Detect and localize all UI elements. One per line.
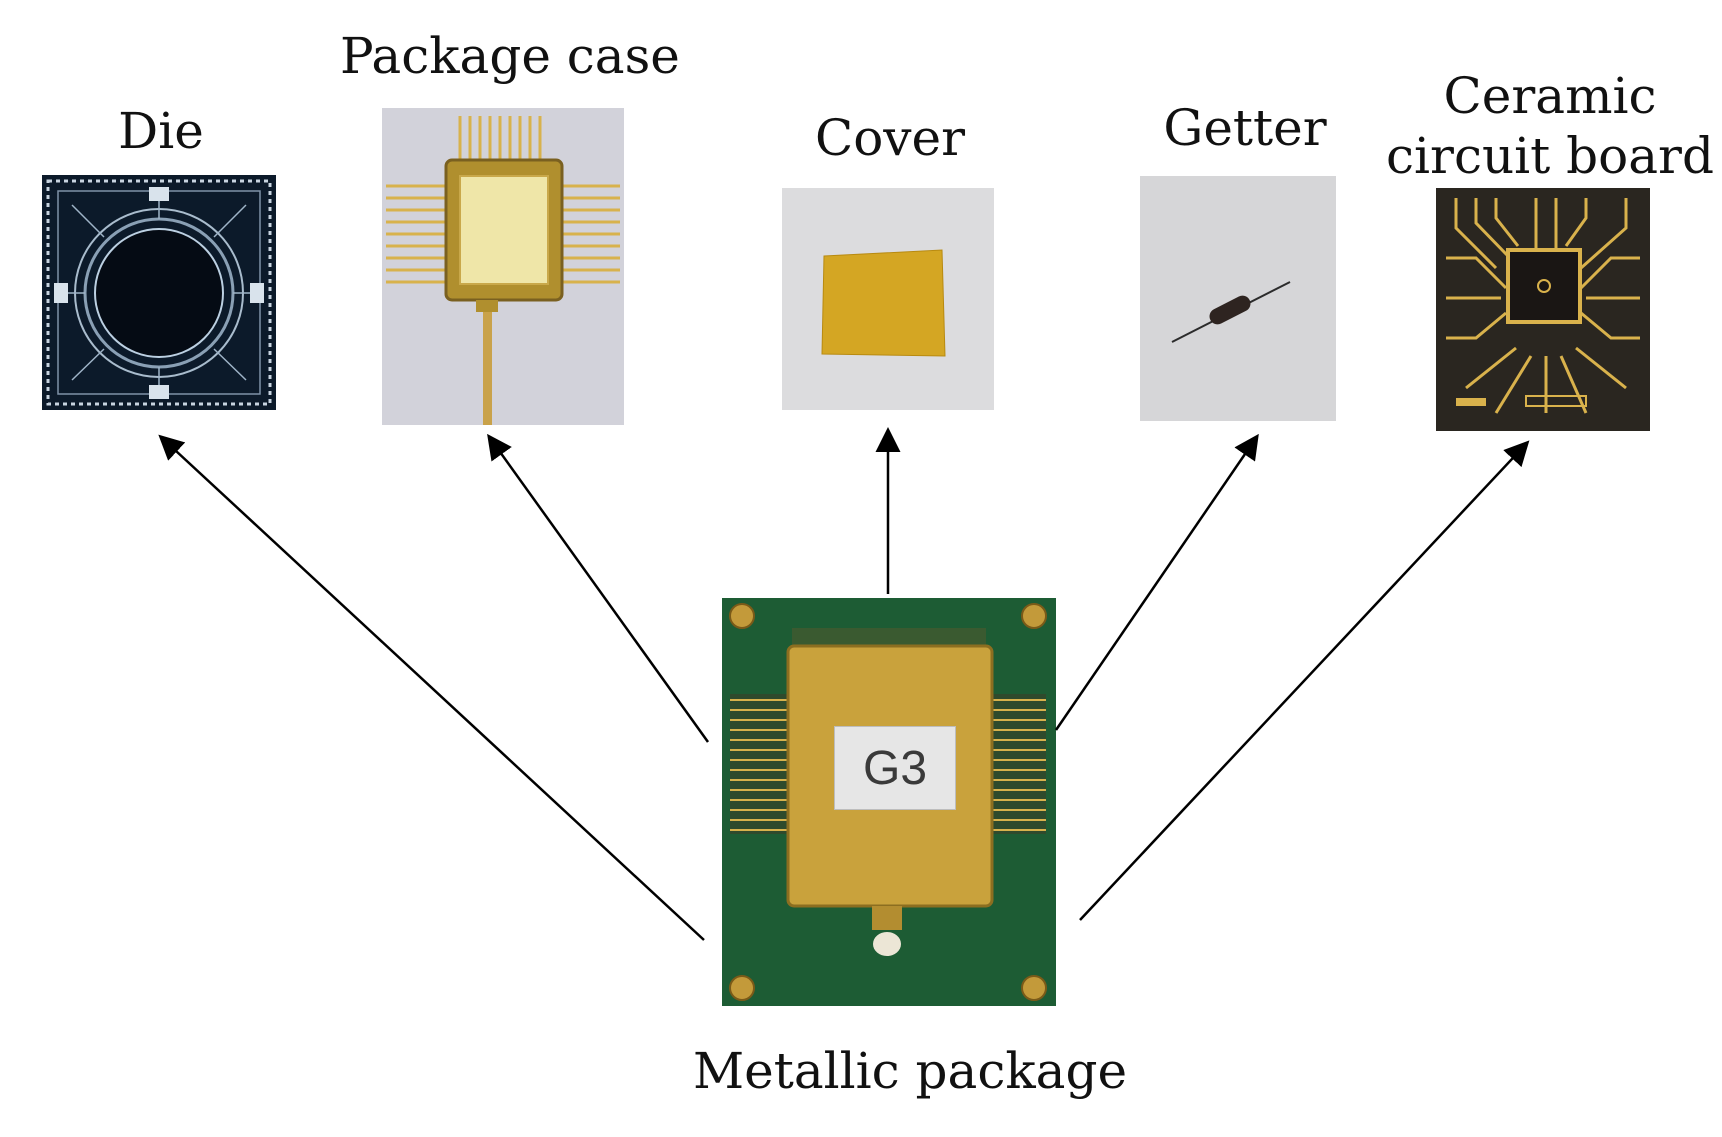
die-label: Die [118, 102, 204, 160]
arrow-to-die [158, 434, 705, 941]
g3-label-tag: G3 [834, 726, 956, 810]
arrow-to-getter [1054, 433, 1259, 731]
metallic-package-label: Metallic package [692, 1042, 1128, 1100]
die-image [42, 175, 276, 410]
cover-image [782, 188, 994, 410]
ceramic-label-line1: Ceramic [1443, 67, 1657, 125]
arrow-to-package-case [487, 433, 710, 743]
ceramic-circuit-board-image [1436, 188, 1650, 431]
package-case-label: Package case [340, 27, 680, 85]
getter-image [1140, 176, 1336, 421]
arrow-to-ceramic-circuit-board [1079, 440, 1530, 921]
package-case-image [382, 108, 624, 425]
g3-tag-text: G3 [862, 741, 928, 795]
getter-label: Getter [1163, 99, 1327, 157]
cover-label: Cover [814, 109, 966, 167]
ceramic-label-line2: circuit board [1386, 127, 1714, 185]
